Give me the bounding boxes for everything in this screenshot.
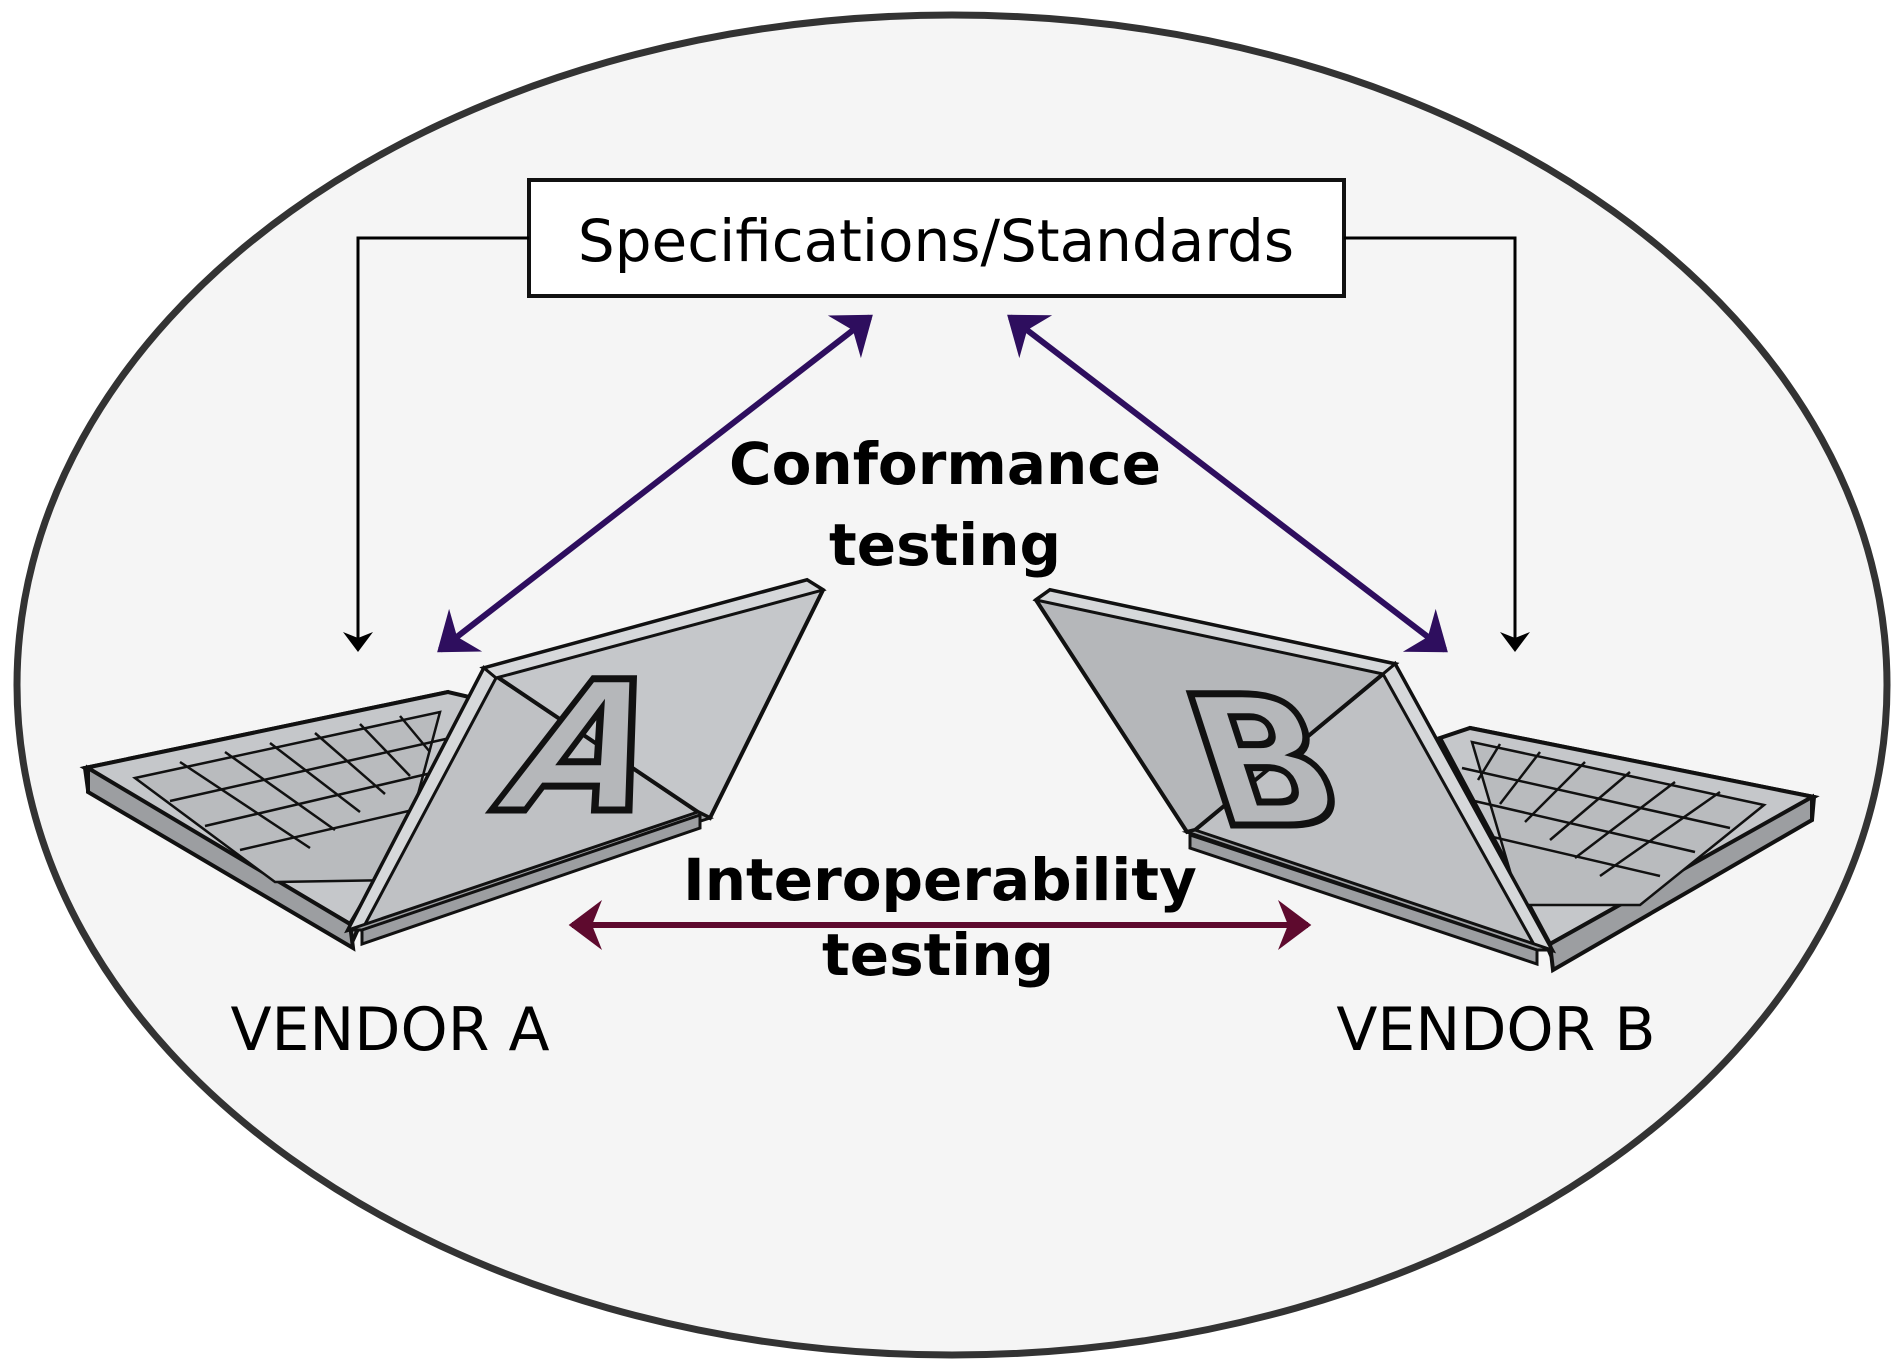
interoperability-label-line2: testing (822, 921, 1054, 989)
conformance-label-line1: Conformance (729, 430, 1161, 498)
vendor-a-label: VENDOR A (230, 995, 549, 1065)
specification-box: Specifications/Standards (527, 178, 1346, 298)
interoperability-label-line1: Interoperability (683, 846, 1197, 914)
conformance-arrow-b (1007, 314, 1448, 653)
conformance-label-line2: testing (829, 511, 1061, 579)
conformance-arrow-a (437, 314, 873, 653)
laptop-a-icon: A (79, 577, 827, 952)
vendor-b-label: VENDOR B (1336, 995, 1655, 1065)
spec-to-vendor-a-arrow (343, 236, 529, 652)
specification-box-label: Specifications/Standards (578, 207, 1294, 275)
specification-box-frame (527, 178, 1346, 298)
spec-to-vendor-b-arrow (1344, 236, 1530, 652)
laptop-b-icon: B (1032, 587, 1820, 974)
